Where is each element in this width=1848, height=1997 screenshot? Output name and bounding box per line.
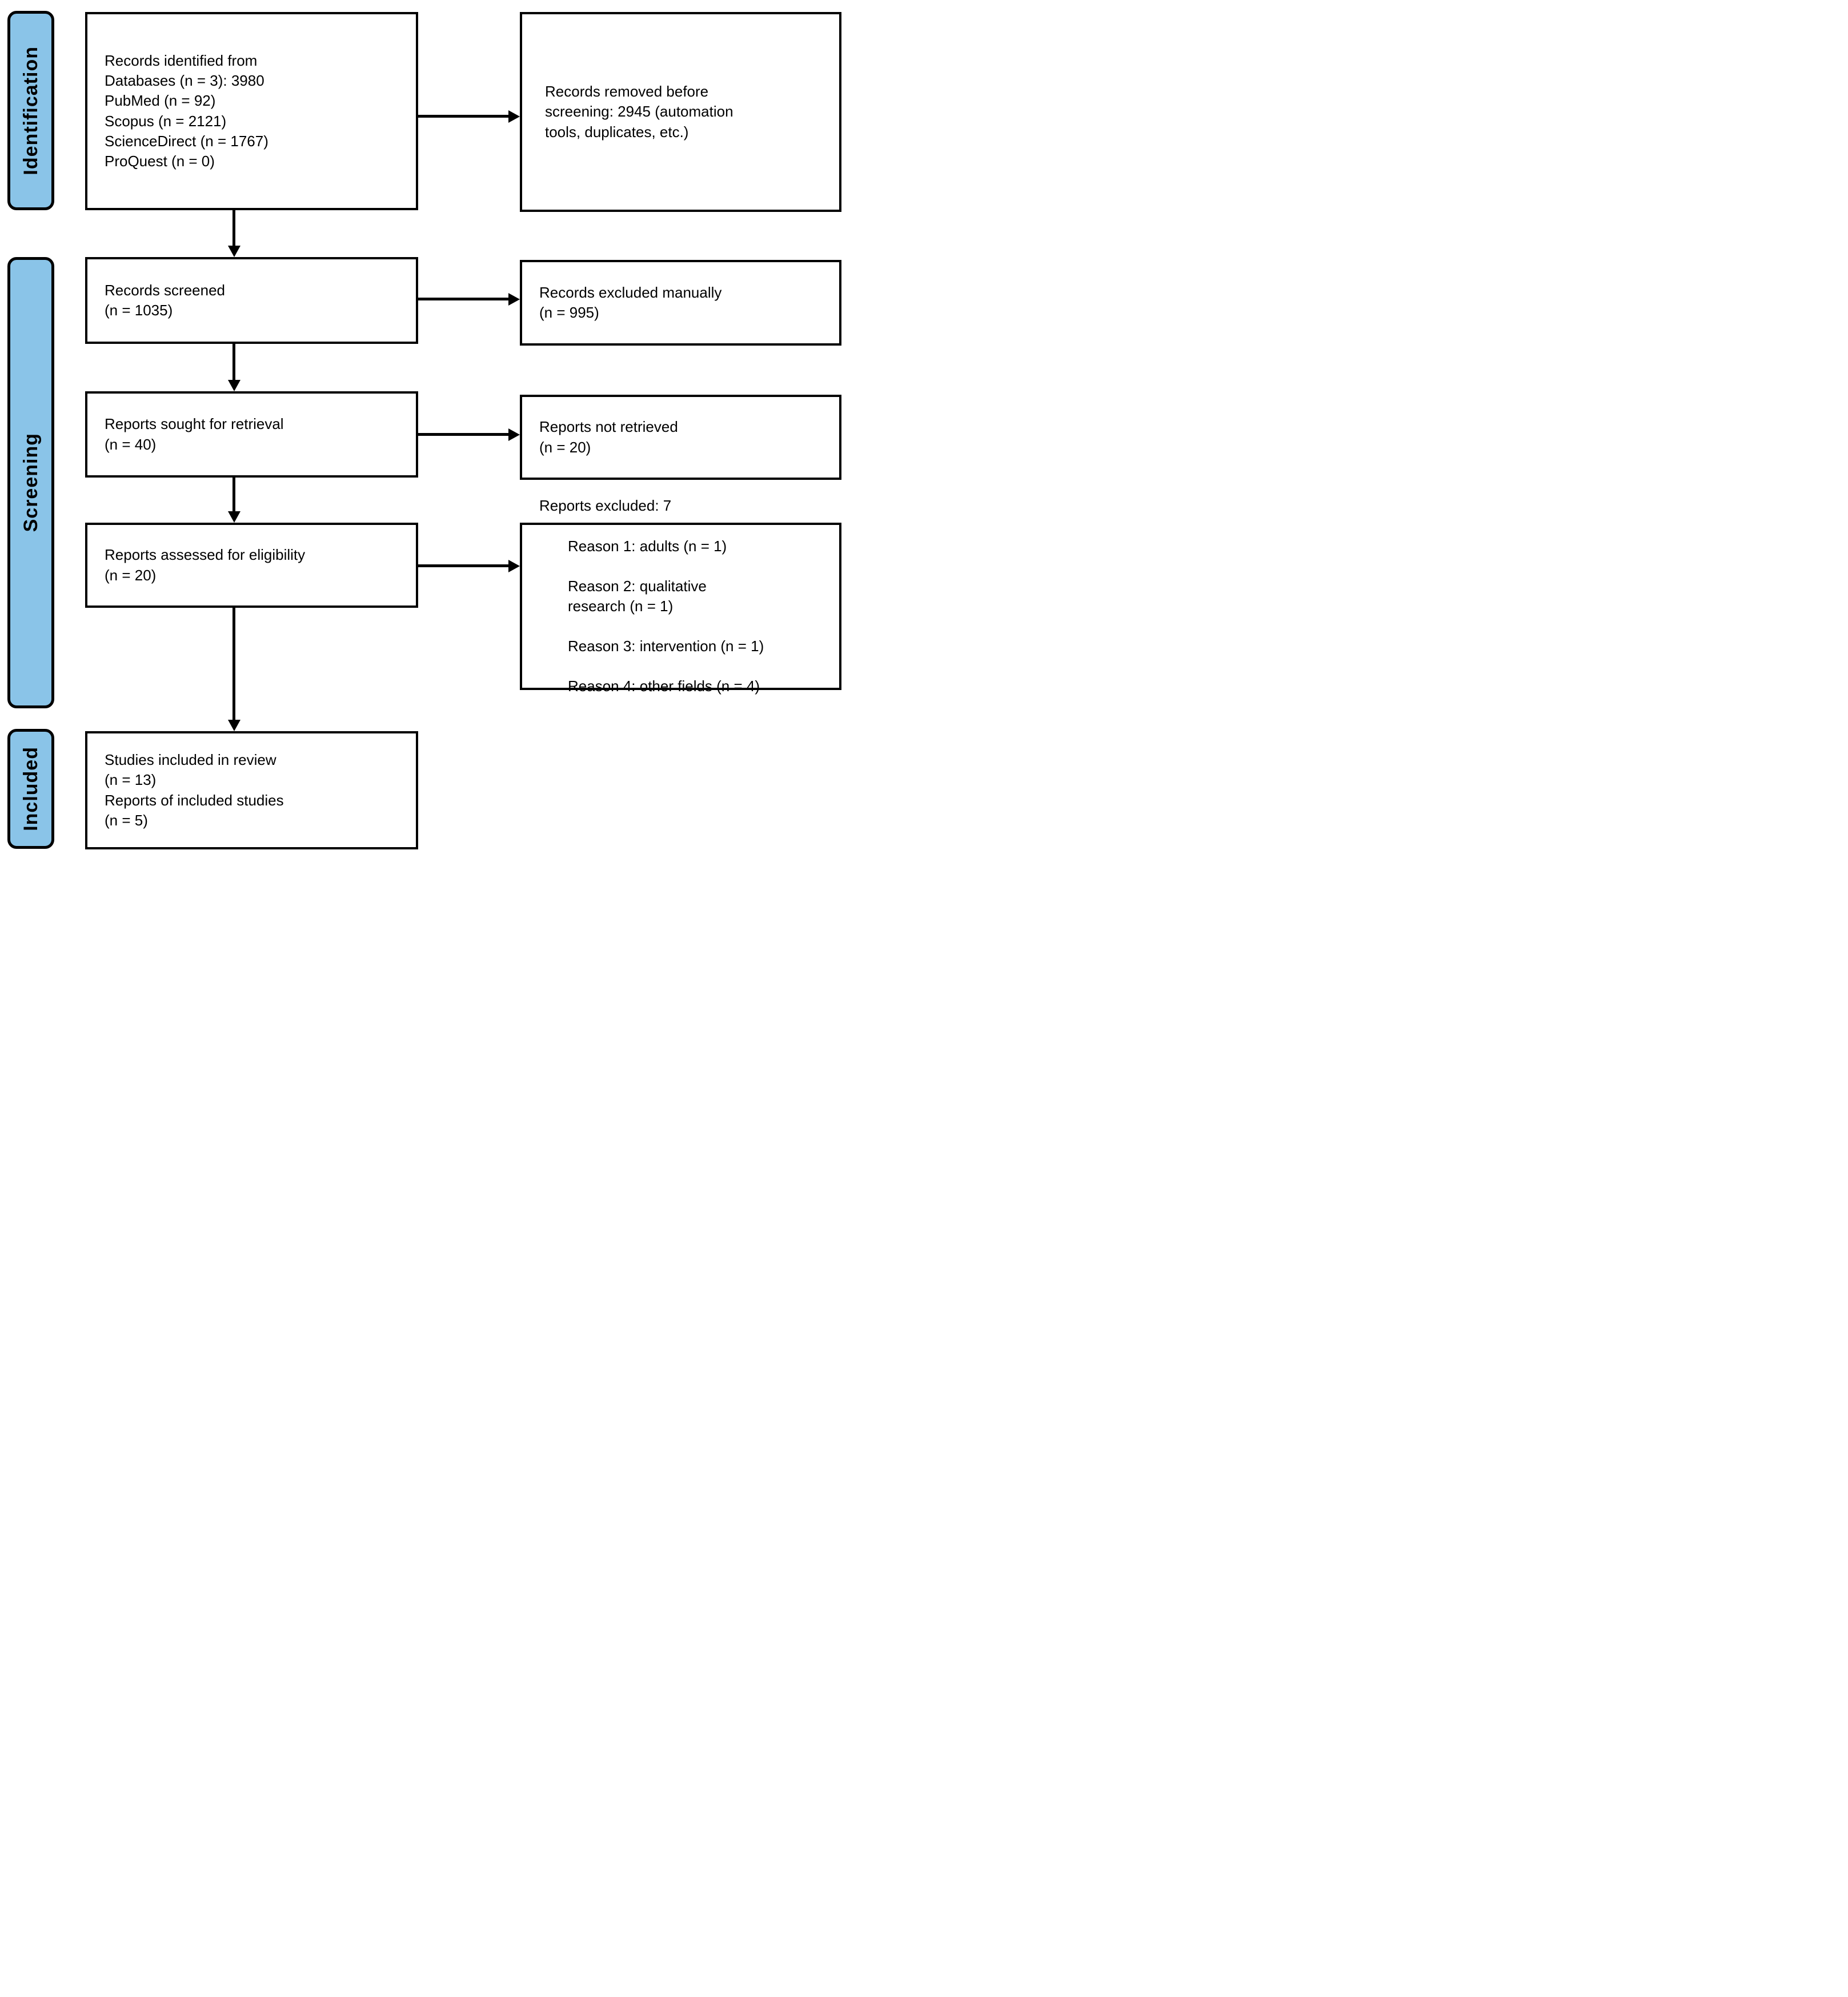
box-records-removed: Records removed before screening: 2945 (… <box>520 12 841 212</box>
box-records-screened-text: Records screened (n = 1035) <box>105 281 225 319</box>
stage-label-included: Included <box>19 747 42 831</box>
box-reports-excluded-text: Reports excluded: 7 Reason 1: adults (n … <box>522 476 781 736</box>
stage-bar-included: Included <box>7 729 54 849</box>
arrow-down-assessed-to-included <box>227 608 240 731</box>
arrow-right-sought-to-not-retrieved <box>418 428 520 441</box>
box-records-excluded-manually-text: Records excluded manually (n = 995) <box>539 283 722 321</box>
arrow-right-assessed-to-excluded <box>418 559 520 572</box>
box-reports-assessed-text: Reports assessed for eligibility (n = 20… <box>105 546 306 584</box>
arrow-right-identified-to-removed <box>418 110 520 123</box>
arrow-right-screened-to-excluded <box>418 292 520 306</box>
box-reports-excluded: Reports excluded: 7 Reason 1: adults (n … <box>520 497 841 695</box>
arrow-down-screened-to-sought <box>227 344 240 391</box>
arrow-down-sought-to-assessed <box>227 478 240 523</box>
arrow-down-identified-to-screened <box>227 210 240 257</box>
reports-excluded-reasons: Reason 1: adults (n = 1) Reason 2: quali… <box>539 536 764 697</box>
box-reports-sought-text: Reports sought for retrieval (n = 40) <box>105 415 284 453</box>
reports-excluded-reason-4: Reason 4: other fields (n = 4) <box>568 677 760 695</box>
box-records-screened: Records screened (n = 1035) <box>85 257 418 344</box>
stage-bar-identification: Identification <box>7 11 54 210</box>
reports-excluded-header: Reports excluded: 7 <box>539 497 672 515</box>
box-reports-not-retrieved-text: Reports not retrieved (n = 20) <box>539 418 678 456</box>
box-records-identified-text: Records identified from Databases (n = 3… <box>105 52 268 170</box>
reports-excluded-reason-2: Reason 2: qualitative research (n = 1) <box>568 577 707 615</box>
box-records-identified: Records identified from Databases (n = 3… <box>85 12 418 210</box>
prisma-flow-diagram: Identification Screening Included Record… <box>0 0 850 919</box>
box-records-excluded-manually: Records excluded manually (n = 995) <box>520 260 841 346</box>
box-reports-sought: Reports sought for retrieval (n = 40) <box>85 391 418 478</box>
reports-excluded-reason-1: Reason 1: adults (n = 1) <box>568 537 727 555</box>
stage-label-identification: Identification <box>19 46 42 175</box>
box-records-removed-text: Records removed before screening: 2945 (… <box>545 83 733 141</box>
box-studies-included-text: Studies included in review (n = 13) Repo… <box>105 751 284 829</box>
box-reports-assessed: Reports assessed for eligibility (n = 20… <box>85 523 418 608</box>
stage-bar-screening: Screening <box>7 257 54 708</box>
box-reports-not-retrieved: Reports not retrieved (n = 20) <box>520 395 841 480</box>
stage-label-screening: Screening <box>19 433 42 532</box>
reports-excluded-reason-3: Reason 3: intervention (n = 1) <box>568 637 764 655</box>
box-studies-included: Studies included in review (n = 13) Repo… <box>85 731 418 849</box>
